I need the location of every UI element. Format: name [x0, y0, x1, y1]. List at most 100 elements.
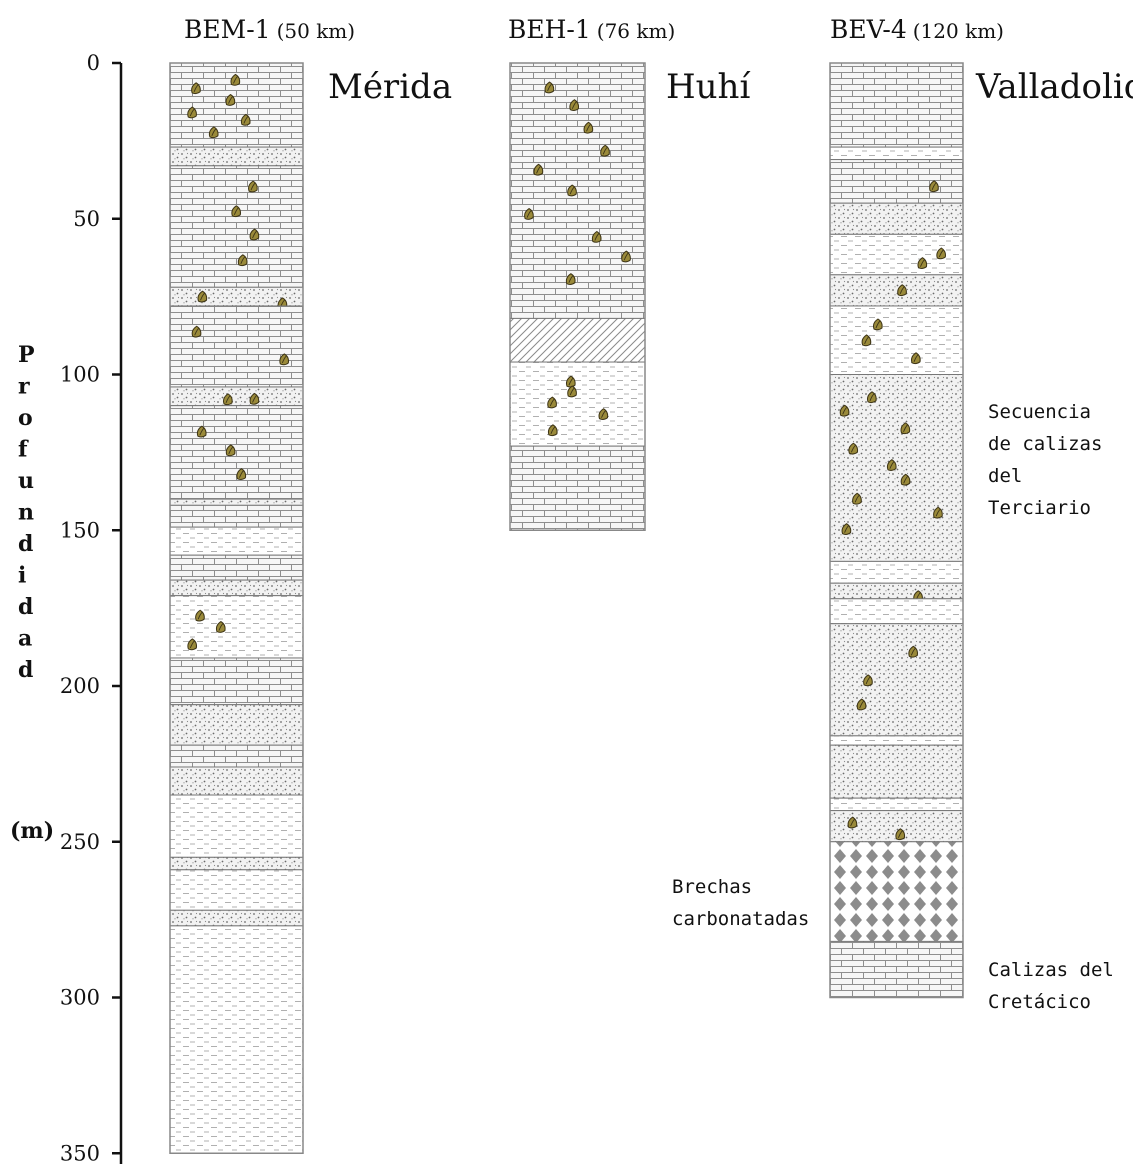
layer-dolomite: [169, 766, 304, 796]
layer-dolomite: [169, 386, 304, 407]
depth-tick-label-300: 300: [60, 986, 100, 1010]
layer-dolomite: [169, 704, 304, 746]
fossil-icon: [867, 391, 877, 404]
depth-axis-label-letter: u: [18, 468, 34, 494]
layer-limestone: [829, 940, 964, 998]
depth-tick-label-100: 100: [60, 363, 100, 387]
fossil-icon: [900, 422, 911, 435]
fossil-icon: [249, 392, 260, 405]
depth-tick-label-200: 200: [60, 674, 100, 698]
fossil-icon: [231, 205, 242, 218]
depth-axis-label-letter: r: [18, 374, 30, 400]
fossil-icon: [565, 273, 576, 285]
layer-dolomite: [169, 146, 304, 167]
well-column-outline: [829, 62, 964, 999]
depth-axis-label-letter: d: [18, 594, 33, 620]
fossil-icon: [933, 506, 943, 519]
svg-text:Calizas del: Calizas del: [988, 959, 1114, 981]
fossil-icon: [197, 290, 208, 303]
depth-axis-label-letter: i: [18, 563, 26, 589]
layer-marl: [829, 797, 964, 812]
layer-limestone: [169, 504, 304, 528]
depth-axis-label-letter: a: [18, 626, 32, 652]
fossil-icon: [872, 318, 883, 331]
layer-dolomite: [829, 744, 964, 799]
fossil-icon: [852, 492, 862, 505]
fossil-icon: [225, 444, 236, 457]
annotation-carbonate-breccias: Brechas carbonatadas: [672, 876, 809, 930]
well-column-bev-4: [829, 62, 964, 999]
fossil-icon: [936, 247, 946, 260]
fossil-icon: [841, 523, 852, 535]
depth-tick-label-350: 350: [60, 1141, 100, 1165]
fossil-icon: [196, 425, 207, 438]
depth-tick-label-250: 250: [60, 830, 100, 854]
layer-marl: [509, 361, 646, 447]
fossil-icon: [191, 325, 202, 338]
fossil-icon: [223, 393, 233, 406]
fossil-icon: [917, 257, 928, 269]
svg-text:Secuencia: Secuencia: [988, 401, 1091, 423]
fossil-icon: [195, 609, 205, 622]
fossil-icon: [886, 459, 897, 471]
layer-dolomite: [169, 856, 304, 871]
site-label-valladolid: Valladolid: [975, 67, 1133, 107]
fossil-icon: [225, 93, 236, 106]
fossil-icon: [908, 645, 918, 658]
fossil-icon: [237, 254, 248, 267]
layer-marl: [169, 925, 304, 1154]
depth-axis-label-letter: d: [18, 531, 33, 557]
fossil-icon: [929, 180, 939, 193]
well-header-bev-4: BEV-4(120 km): [830, 15, 1004, 44]
fossil-icon: [848, 442, 859, 455]
depth-tick-label-150: 150: [60, 518, 100, 542]
fossil-icon: [569, 99, 580, 112]
fossil-icon: [839, 404, 850, 417]
well-header-beh-1: BEH-1(76 km): [508, 15, 675, 44]
fossil-icon: [533, 163, 544, 176]
fossil-icon: [567, 385, 577, 398]
layer-dolomite: [169, 909, 304, 927]
layer-marl: [829, 305, 964, 375]
well-header-bem-1: BEM-1(50 km): [184, 15, 355, 44]
layer-dolomite: [169, 498, 304, 506]
fossil-icon: [240, 113, 251, 126]
fossil-icon: [215, 621, 226, 633]
fossil-icon: [236, 468, 247, 481]
fossil-icon: [598, 408, 609, 421]
svg-text:Terciario: Terciario: [988, 497, 1091, 519]
depth-axis-label-letter: d: [18, 657, 33, 683]
fossil-icon: [567, 184, 577, 197]
fossil-icon: [279, 353, 290, 366]
layer-limestone: [509, 62, 646, 319]
layer-dolomite: [169, 579, 304, 597]
fossil-icon: [248, 180, 258, 193]
layer-limestone: [169, 165, 304, 288]
fossil-icon: [900, 473, 911, 486]
layer-limestone: [169, 744, 304, 768]
svg-text:del: del: [988, 465, 1022, 487]
layer-marl: [169, 794, 304, 858]
svg-text:de calizas: de calizas: [988, 433, 1102, 455]
layer-marl: [829, 735, 964, 746]
depth-tick-label-0: 0: [87, 51, 100, 75]
well-column-bem-1: [169, 62, 304, 1154]
layer-hatch: [509, 317, 646, 363]
svg-text:carbonatadas: carbonatadas: [672, 908, 809, 930]
fossil-icon: [861, 334, 872, 347]
depth-axis-unit: (m): [10, 818, 54, 844]
fossil-icon: [895, 828, 906, 841]
well-column-outline: [509, 62, 646, 531]
layer-limestone: [169, 554, 304, 581]
fossil-icon: [583, 121, 594, 134]
layer-marl: [829, 560, 964, 584]
fossil-icon: [600, 144, 610, 157]
annotation-cretaceous-limestones: Calizas del Cretácico: [988, 959, 1114, 1013]
fossil-icon: [591, 230, 602, 243]
site-label-huhi: Huhí: [666, 67, 751, 107]
fossil-icon: [897, 284, 907, 297]
layer-marl: [169, 526, 304, 556]
fossil-icon: [856, 698, 867, 711]
